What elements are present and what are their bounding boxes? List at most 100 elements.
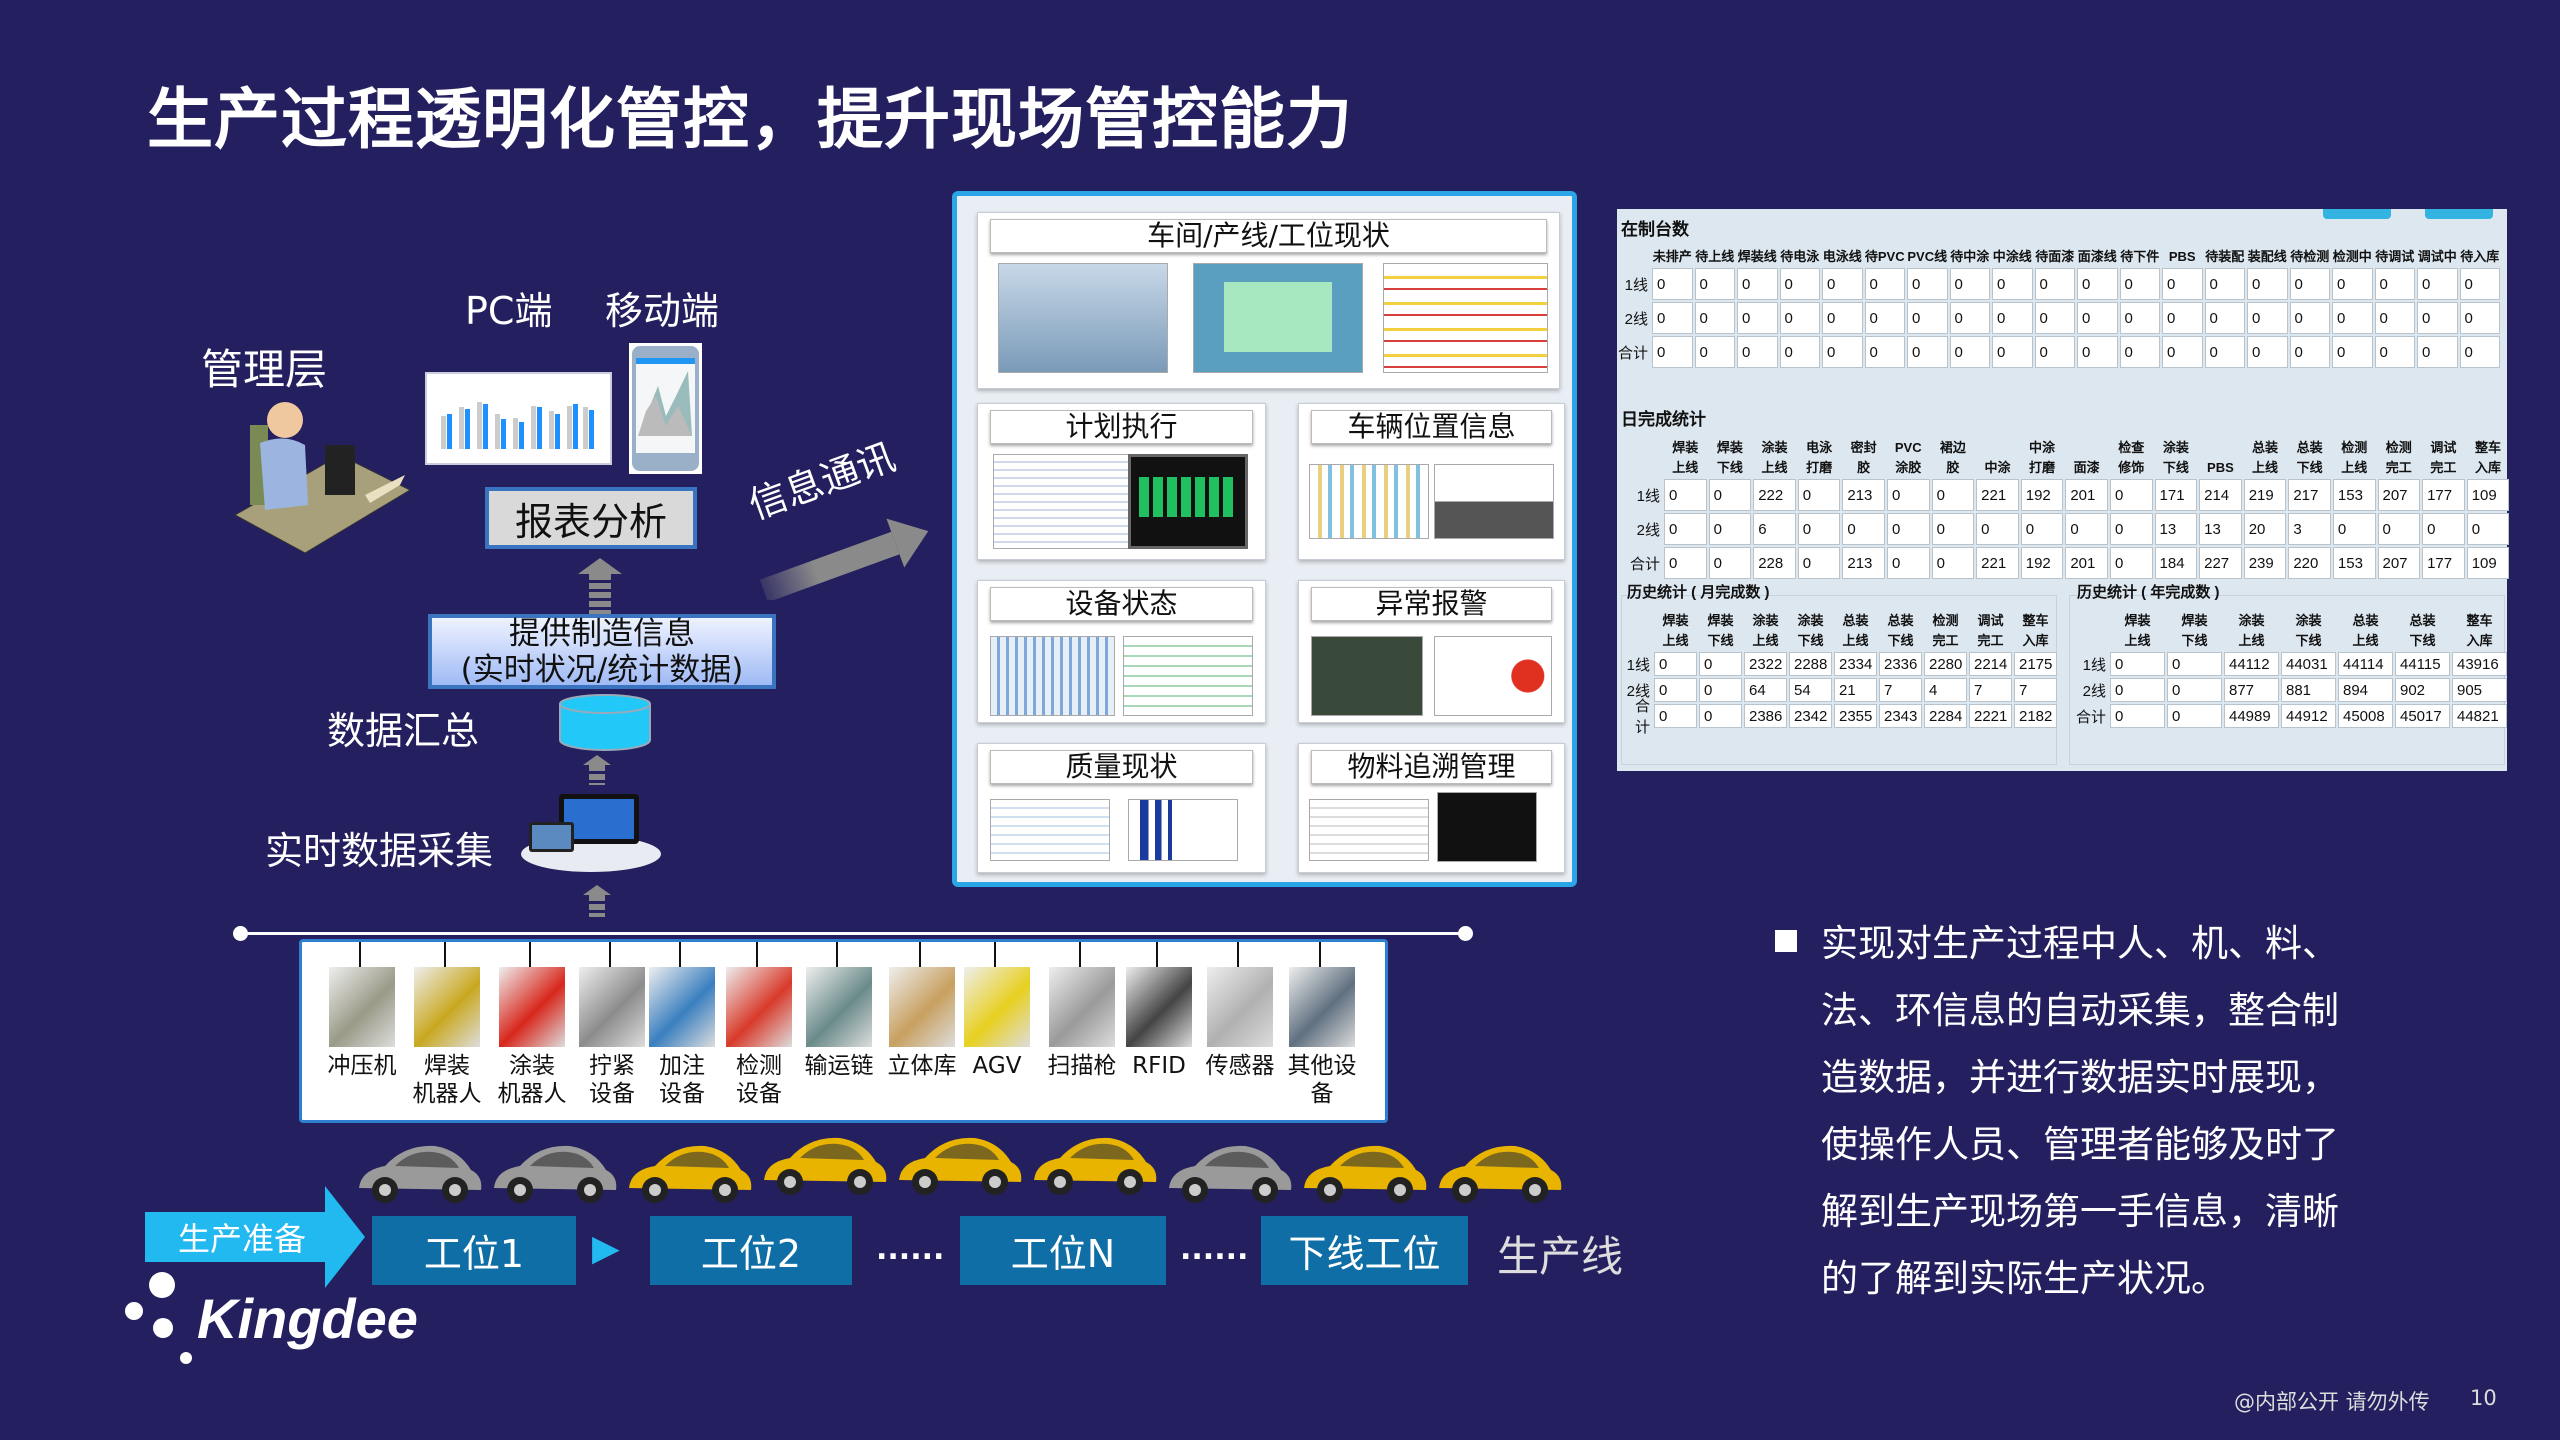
table-cell[interactable]: 7 [2014, 678, 2057, 702]
table-cell[interactable]: 0 [2109, 513, 2153, 545]
table-cell[interactable]: 217 [2288, 479, 2331, 511]
equipment-item[interactable]: 拧紧 设备 [567, 942, 657, 1122]
table-cell[interactable]: 0 [1949, 336, 1990, 368]
table-cell[interactable]: 184 [2154, 547, 2198, 579]
equipment-item[interactable]: 涂装 机器人 [487, 942, 577, 1122]
table-cell[interactable]: 0 [2204, 336, 2245, 368]
table-cell[interactable]: 45017 [2395, 704, 2450, 728]
table-cell[interactable]: 45008 [2338, 704, 2393, 728]
table-cell[interactable]: 221 [1976, 479, 2019, 511]
table-cell[interactable]: 44989 [2224, 704, 2279, 728]
table-cell[interactable]: 227 [2199, 547, 2242, 579]
equipment-item[interactable]: 冲压机 [317, 942, 407, 1122]
table-cell[interactable]: 2175 [2014, 652, 2057, 676]
table-cell[interactable]: 0 [1864, 302, 1905, 334]
table-cell[interactable]: 0 [1907, 302, 1948, 334]
table-cell[interactable]: 0 [1797, 547, 1841, 579]
table-cell[interactable]: 0 [1737, 336, 1778, 368]
table-cell[interactable]: 0 [2077, 302, 2118, 334]
table-cell[interactable]: 2343 [1879, 704, 1922, 728]
table-cell[interactable]: 177 [2422, 479, 2465, 511]
table-cell[interactable]: 44115 [2395, 652, 2450, 676]
table-cell[interactable]: 0 [1822, 302, 1863, 334]
table-cell[interactable]: 2280 [1924, 652, 1967, 676]
table-cell[interactable]: 0 [1931, 479, 1975, 511]
table-cell[interactable]: 0 [2247, 336, 2288, 368]
equipment-item[interactable]: 加注 设备 [637, 942, 727, 1122]
table-cell[interactable]: 222 [1753, 479, 1796, 511]
table-cell[interactable]: 0 [2422, 513, 2465, 545]
table-cell[interactable]: 21 [1834, 678, 1877, 702]
card-material-trace[interactable]: 物料追溯管理 [1298, 743, 1565, 873]
table-cell[interactable]: 0 [1694, 336, 1735, 368]
table-cell[interactable]: 2386 [1744, 704, 1787, 728]
table-cell[interactable]: 0 [2459, 302, 2500, 334]
table-cell[interactable]: 44912 [2281, 704, 2336, 728]
table-cell[interactable]: 0 [1797, 479, 1841, 511]
table-cell[interactable]: 0 [1699, 678, 1742, 702]
table-cell[interactable]: 2221 [1969, 704, 2012, 728]
table-cell[interactable]: 2322 [1744, 652, 1787, 676]
table-cell[interactable]: 0 [2077, 268, 2118, 300]
table-cell[interactable]: 881 [2281, 678, 2336, 702]
table-cell[interactable]: 153 [2332, 547, 2376, 579]
table-cell[interactable]: 171 [2154, 479, 2198, 511]
table-cell[interactable]: 7 [1969, 678, 2012, 702]
table-cell[interactable]: 0 [2077, 336, 2118, 368]
table-cell[interactable]: 0 [2417, 302, 2458, 334]
table-cell[interactable]: 0 [2119, 336, 2160, 368]
table-cell[interactable]: 2288 [1789, 652, 1832, 676]
table-cell[interactable]: 0 [2289, 302, 2330, 334]
table-cell[interactable]: 0 [2110, 652, 2165, 676]
table-cell[interactable]: 0 [1949, 268, 1990, 300]
table-cell[interactable]: 109 [2466, 479, 2510, 511]
table-cell[interactable]: 6 [1753, 513, 1796, 545]
table-cell[interactable]: 0 [2459, 268, 2500, 300]
table-cell[interactable]: 0 [2167, 704, 2222, 728]
table-cell[interactable]: 0 [1699, 652, 1742, 676]
table-cell[interactable]: 0 [2167, 652, 2222, 676]
table-cell[interactable]: 0 [1664, 547, 1707, 579]
table-cell[interactable]: 0 [1864, 268, 1905, 300]
table-cell[interactable]: 0 [2167, 678, 2222, 702]
table-cell[interactable]: 0 [2110, 678, 2165, 702]
station-1[interactable]: 工位1 [372, 1216, 576, 1285]
table-cell[interactable]: 0 [2332, 268, 2373, 300]
table-cell[interactable]: 0 [1708, 513, 1752, 545]
table-cell[interactable]: 0 [1886, 513, 1930, 545]
table-cell[interactable]: 2182 [2014, 704, 2057, 728]
table-cell[interactable]: 44112 [2224, 652, 2279, 676]
table-cell[interactable]: 0 [1886, 479, 1930, 511]
card-plan-execution[interactable]: 计划执行 [977, 403, 1266, 560]
table-cell[interactable]: 0 [2332, 302, 2373, 334]
table-cell[interactable]: 0 [2065, 513, 2108, 545]
table-cell[interactable]: 153 [2332, 479, 2376, 511]
toolbar-button[interactable] [2425, 209, 2493, 219]
equipment-item[interactable]: AGV [952, 942, 1042, 1122]
table-cell[interactable]: 7 [1879, 678, 1922, 702]
table-cell[interactable]: 0 [2034, 302, 2075, 334]
table-cell[interactable]: 2284 [1924, 704, 1967, 728]
table-cell[interactable]: 0 [2289, 336, 2330, 368]
table-cell[interactable]: 0 [1779, 336, 1820, 368]
table-cell[interactable]: 0 [1779, 268, 1820, 300]
table-cell[interactable]: 0 [1654, 678, 1697, 702]
table-cell[interactable]: 894 [2338, 678, 2393, 702]
table-cell[interactable]: 0 [2417, 336, 2458, 368]
table-cell[interactable]: 0 [1654, 652, 1697, 676]
table-cell[interactable]: 0 [1664, 513, 1707, 545]
table-cell[interactable]: 0 [2247, 302, 2288, 334]
table-cell[interactable]: 228 [1753, 547, 1796, 579]
table-cell[interactable]: 0 [2162, 336, 2203, 368]
table-cell[interactable]: 0 [2119, 302, 2160, 334]
table-cell[interactable]: 44114 [2338, 652, 2393, 676]
table-cell[interactable]: 64 [1744, 678, 1787, 702]
table-cell[interactable]: 0 [1654, 704, 1697, 728]
table-cell[interactable]: 219 [2243, 479, 2287, 511]
table-cell[interactable]: 0 [1907, 268, 1948, 300]
table-cell[interactable]: 0 [2162, 302, 2203, 334]
equipment-item[interactable]: 立体库 [877, 942, 967, 1122]
table-cell[interactable]: 0 [2466, 513, 2510, 545]
table-cell[interactable]: 0 [2109, 547, 2153, 579]
table-cell[interactable]: 207 [2377, 479, 2421, 511]
